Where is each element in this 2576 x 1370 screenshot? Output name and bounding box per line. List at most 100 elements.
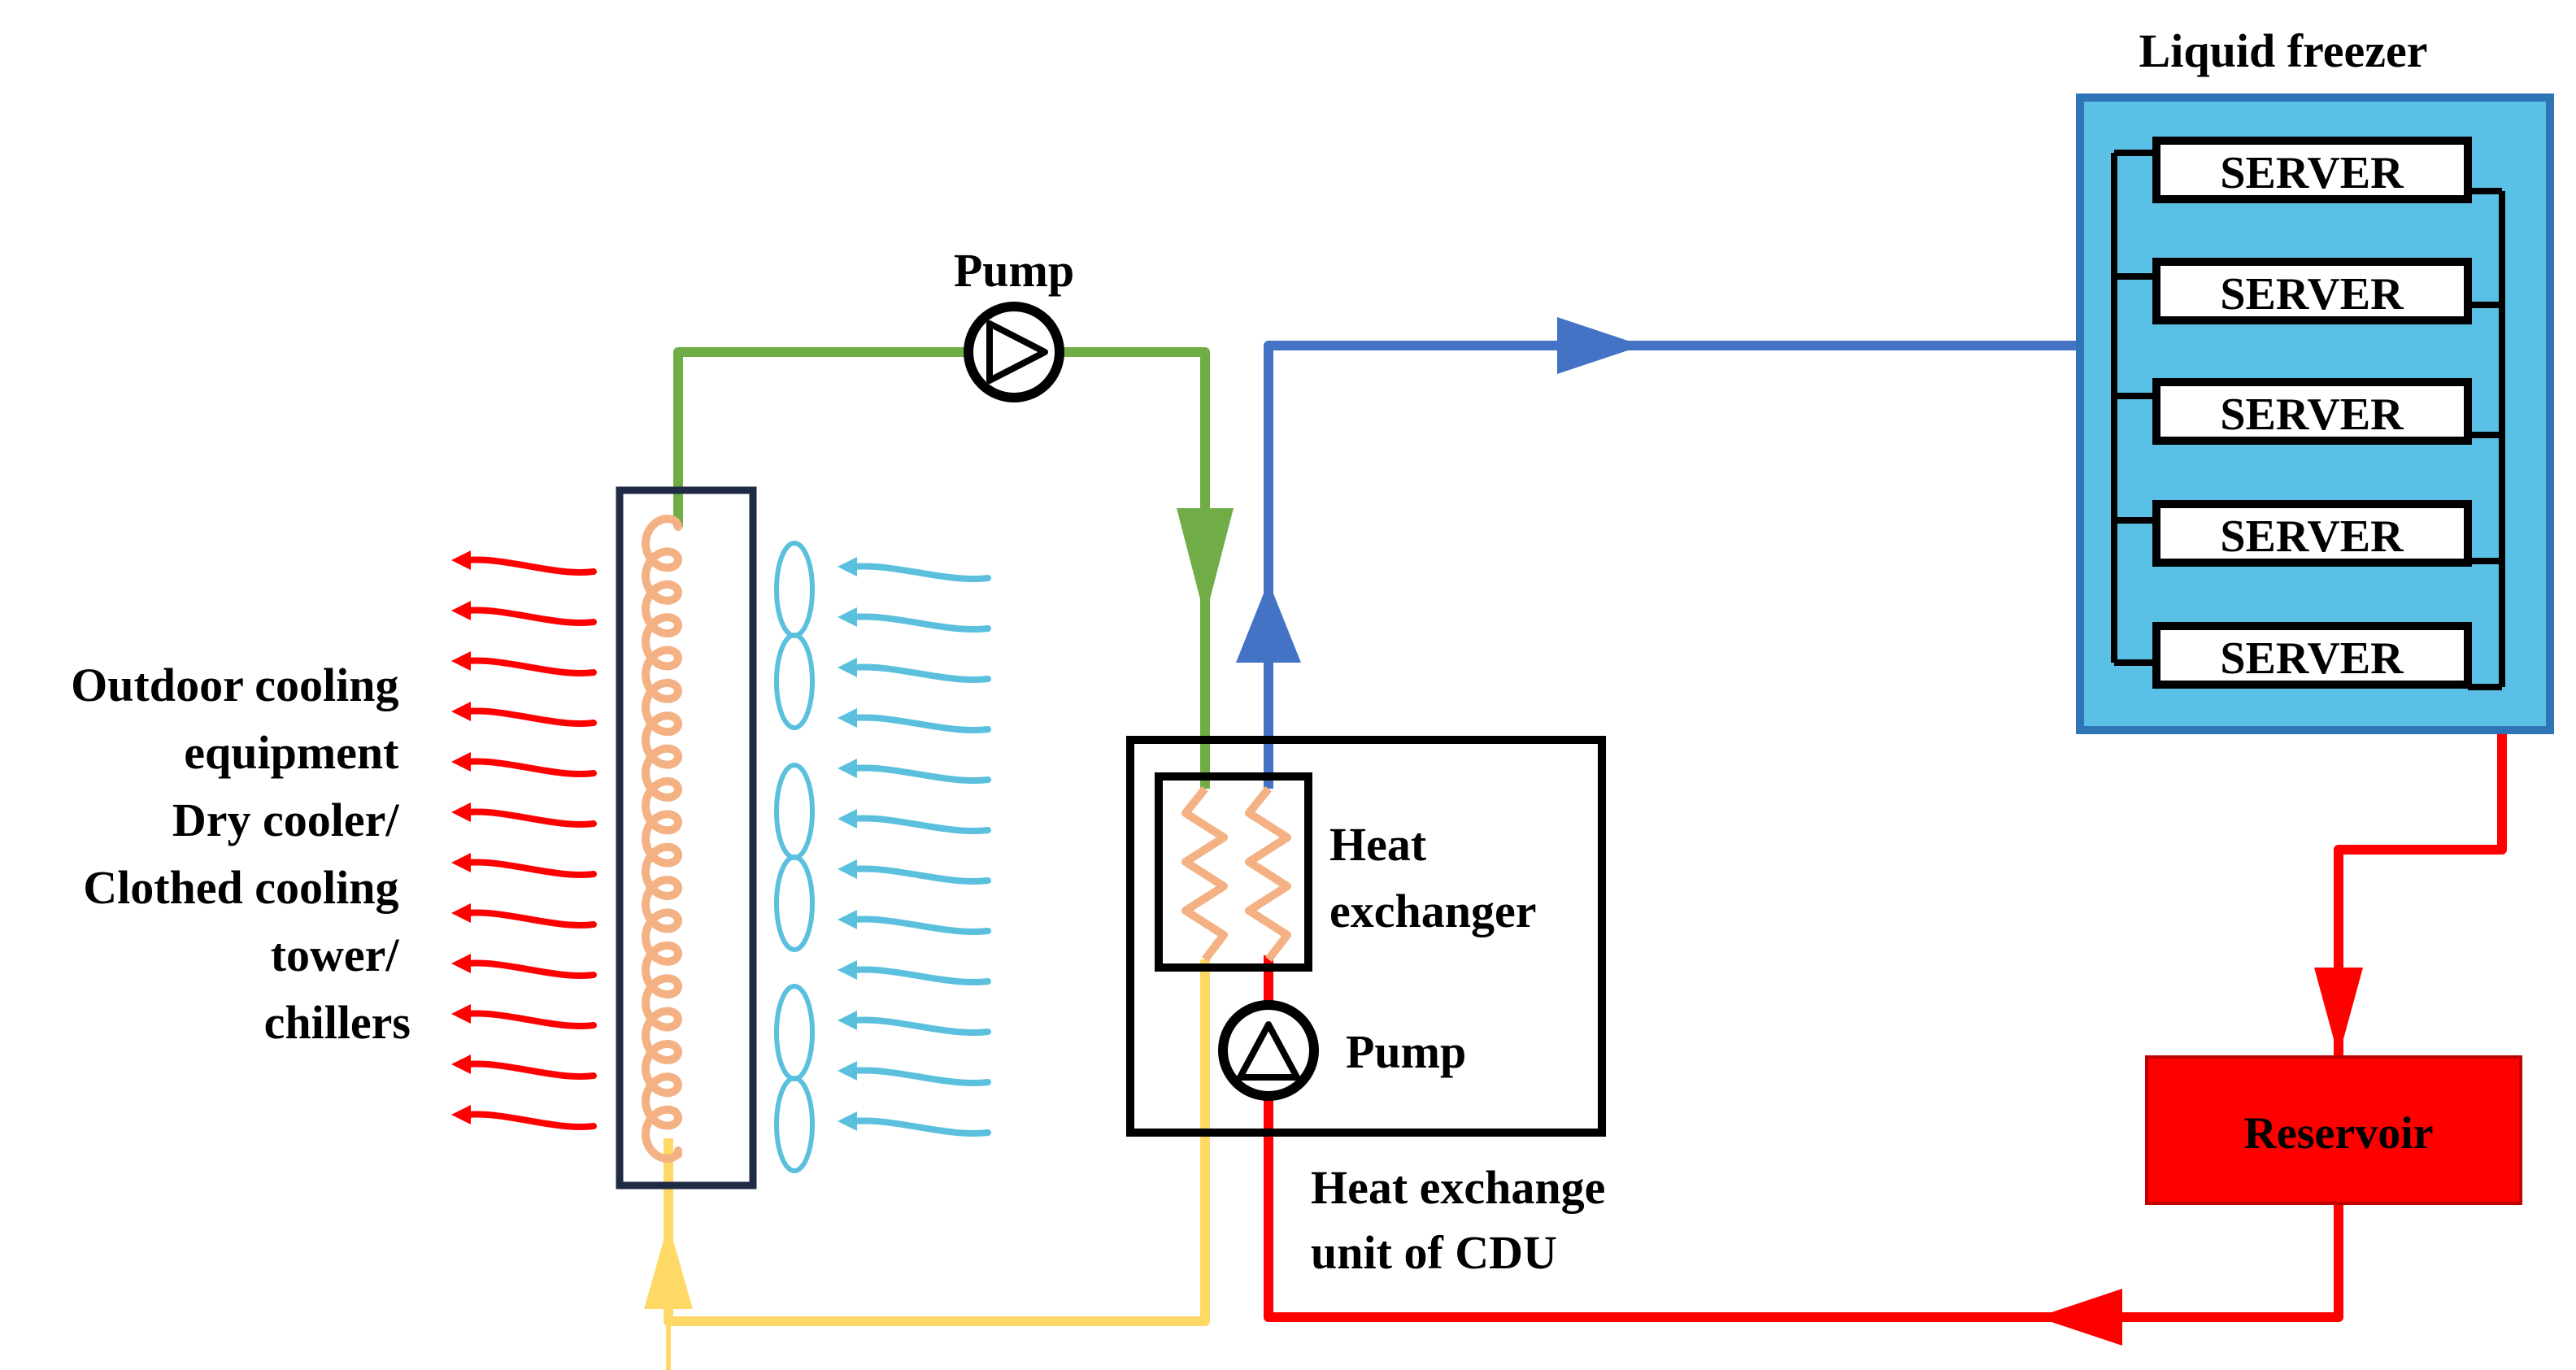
- air-flow-arrowhead: [838, 759, 857, 778]
- air-flow-arrow: [464, 1060, 597, 1080]
- green-flow-arrow: [1177, 508, 1234, 618]
- air-flow-arrowhead: [451, 651, 471, 671]
- heat-exchanger-label-line: exchanger: [1329, 885, 1537, 937]
- air-flow-arrowhead: [838, 557, 857, 576]
- server-unit: SERVER: [2152, 378, 2472, 445]
- cdu-box: [1126, 736, 1606, 1137]
- pump-top-icon: [964, 302, 1064, 402]
- fan-blade: [774, 855, 815, 952]
- heat-exchanger-box: [1155, 772, 1312, 972]
- server-label: SERVER: [2220, 389, 2404, 440]
- air-flow-arrowhead: [838, 1011, 857, 1030]
- server-label: SERVER: [2220, 148, 2404, 198]
- air-flow-arrow: [851, 865, 991, 885]
- dry-cooler-box: [616, 486, 757, 1190]
- air-flow-arrow: [851, 1117, 991, 1137]
- yellow-flow-arrow-up: [644, 1224, 693, 1309]
- reservoir-box: [2145, 1055, 2522, 1205]
- outdoor-label-line: Dry cooler/: [172, 794, 399, 846]
- air-flow-arrow: [464, 707, 597, 727]
- green-loop-pipe: [673, 347, 1210, 789]
- air-flow-arrow: [464, 1010, 597, 1029]
- yellow-loop-pipe: [664, 959, 1210, 1326]
- server-manifold: [2111, 150, 2505, 690]
- air-flow-arrowhead: [451, 601, 471, 620]
- cdu-unit-label-line: unit of CDU: [1311, 1226, 1557, 1279]
- server-label: SERVER: [2220, 269, 2404, 320]
- heat-exchanger-label-line: Heat: [1329, 818, 1427, 871]
- air-flow-arrow: [464, 607, 597, 626]
- liquid-freezer-title: Liquid freezer: [2139, 24, 2428, 77]
- cdu-unit-label: Heat exchange unit of CDU: [1311, 1161, 1617, 1279]
- server-unit: SERVER: [2152, 137, 2472, 203]
- outdoor-label-line: equipment: [184, 726, 399, 779]
- air-flow-arrowhead: [451, 903, 471, 923]
- air-flow-arrow: [464, 808, 597, 828]
- air-flow-arrow: [851, 1067, 991, 1086]
- red-flow-arrow-left: [2037, 1289, 2122, 1346]
- air-flow-arrowhead: [838, 809, 857, 829]
- air-flow-arrowhead: [451, 1105, 471, 1124]
- red-loop-pipe: [1264, 687, 2507, 1322]
- air-flow-arrow: [464, 1111, 597, 1130]
- air-flow-arrowhead: [838, 658, 857, 677]
- fan-blade: [774, 984, 815, 1081]
- air-flow-arrowhead: [838, 1111, 857, 1131]
- air-flow-arrowhead: [451, 550, 471, 570]
- outdoor-label-line: tower/: [271, 929, 400, 981]
- air-flow-arrow: [851, 966, 991, 985]
- air-flow-arrow: [851, 815, 991, 834]
- air-flow-arrow: [851, 916, 991, 935]
- air-flow-arrowhead: [838, 859, 857, 879]
- fan-blade: [774, 541, 815, 638]
- air-flow-arrow: [851, 663, 991, 683]
- red-flow-arrow-down: [2314, 968, 2363, 1057]
- server-unit: SERVER: [2152, 258, 2472, 324]
- server-label: SERVER: [2220, 633, 2404, 684]
- air-flow-arrow: [851, 563, 991, 582]
- air-flow-arrow: [851, 764, 991, 784]
- heat-exchanger-coils: [1181, 785, 1291, 963]
- pump-cdu-icon: [1218, 1000, 1319, 1101]
- outdoor-label-line: chillers: [264, 996, 411, 1049]
- cool-air-flow: [838, 557, 991, 1137]
- air-flow-arrow: [851, 613, 991, 633]
- blue-flow-arrow-right: [1557, 317, 1643, 374]
- air-flow-arrow: [851, 714, 991, 733]
- server-unit: SERVER: [2152, 500, 2472, 567]
- blue-flow-arrow-up: [1236, 581, 1301, 663]
- server-unit: SERVER: [2152, 622, 2472, 689]
- air-flow-arrowhead: [451, 1055, 471, 1074]
- outdoor-equipment-label: Outdoor cooling equipment Dry cooler/ Cl…: [71, 659, 411, 1049]
- dry-cooler-coil: [642, 515, 682, 1163]
- air-flow-arrowhead: [838, 1061, 857, 1081]
- outdoor-label-line: Clothed cooling: [83, 861, 398, 914]
- air-flow-arrow: [464, 657, 597, 676]
- air-flow-arrowhead: [451, 1004, 471, 1024]
- pump-cdu-label: Pump: [1346, 1025, 1466, 1078]
- air-flow-arrow: [464, 959, 597, 979]
- air-flow-arrowhead: [451, 853, 471, 872]
- cdu-unit-label-line: Heat exchange: [1311, 1161, 1605, 1214]
- air-flow-arrow: [464, 556, 597, 576]
- blue-loop-pipe: [1264, 341, 2114, 789]
- air-flow-arrow: [464, 859, 597, 878]
- reservoir-label: Reservoir: [2243, 1108, 2433, 1159]
- pump-top-label: Pump: [954, 244, 1074, 297]
- hot-air-flow: [451, 550, 597, 1130]
- air-flow-arrow: [464, 909, 597, 929]
- outdoor-label-line: Outdoor cooling: [71, 659, 398, 711]
- air-flow-arrowhead: [451, 702, 471, 721]
- air-flow-arrowhead: [838, 607, 857, 627]
- air-flow-arrowhead: [838, 910, 857, 929]
- fan-blade: [774, 1076, 815, 1173]
- air-flow-arrowhead: [451, 802, 471, 822]
- fan-blade: [774, 763, 815, 860]
- air-flow-arrow: [464, 758, 597, 777]
- fan-group: [774, 541, 815, 1173]
- air-flow-arrowhead: [451, 752, 471, 772]
- air-flow-arrowhead: [838, 960, 857, 980]
- air-flow-arrow: [851, 1016, 991, 1036]
- air-flow-arrowhead: [451, 954, 471, 973]
